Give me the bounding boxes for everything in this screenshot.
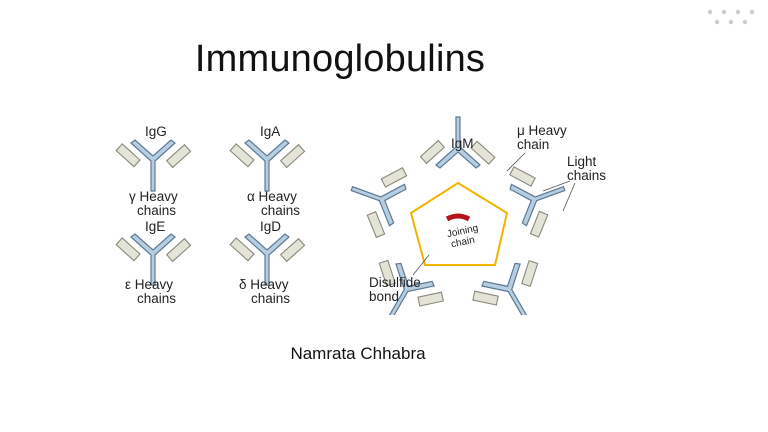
disulfide-bond-label-2: bond bbox=[369, 289, 399, 304]
iga-structure: IgA α Heavy chains bbox=[229, 124, 306, 218]
slide-title: Immunoglobulins bbox=[194, 38, 486, 80]
igm-monomer bbox=[466, 253, 559, 315]
author-name: Namrata Chhabra bbox=[290, 344, 426, 363]
ige-heavy-label-2: chains bbox=[137, 291, 176, 306]
igm-label: IgM bbox=[451, 136, 474, 151]
light-chains-label-1: Light bbox=[567, 154, 597, 169]
immunoglobulin-diagram: IgG γ Heavy chains IgA α Heavy chains Ig… bbox=[115, 116, 606, 315]
igm-monomer bbox=[502, 152, 578, 242]
iga-heavy-label-2: chains bbox=[261, 203, 300, 218]
igd-heavy-label-2: chains bbox=[251, 291, 290, 306]
igd-label: IgD bbox=[260, 219, 281, 234]
igd-structure: IgD δ Heavy chains bbox=[229, 219, 306, 306]
igg-label: IgG bbox=[145, 124, 167, 139]
iga-heavy-label-1: α Heavy bbox=[247, 189, 297, 204]
igd-heavy-label-1: δ Heavy bbox=[239, 277, 289, 292]
corner-dots-decoration bbox=[707, 9, 755, 25]
light-chains-label-2: chains bbox=[567, 168, 606, 183]
disulfide-bond-ring bbox=[409, 181, 509, 266]
disulfide-bond-label-1: Disulfide bbox=[369, 275, 421, 290]
joining-chain-label-2: chain bbox=[450, 235, 476, 251]
igm-monomer bbox=[338, 153, 414, 242]
igg-heavy-label-2: chains bbox=[137, 203, 176, 218]
igg-structure: IgG γ Heavy chains bbox=[115, 124, 192, 218]
mu-heavy-chain-label-1: μ Heavy bbox=[517, 123, 567, 138]
iga-label: IgA bbox=[260, 124, 280, 139]
joining-chain bbox=[445, 213, 471, 222]
ige-heavy-label-1: ε Heavy bbox=[125, 277, 173, 292]
ige-label: IgE bbox=[145, 219, 165, 234]
immunoglobulin-figure: IgG γ Heavy chains IgA α Heavy chains Ig… bbox=[115, 115, 635, 315]
ige-structure: IgE ε Heavy chains bbox=[115, 219, 192, 306]
igm-structure: Joining chain IgM μ Heavy chain Light ch… bbox=[338, 116, 606, 315]
igg-heavy-label-1: γ Heavy bbox=[129, 189, 178, 204]
mu-heavy-chain-label-2: chain bbox=[517, 137, 549, 152]
